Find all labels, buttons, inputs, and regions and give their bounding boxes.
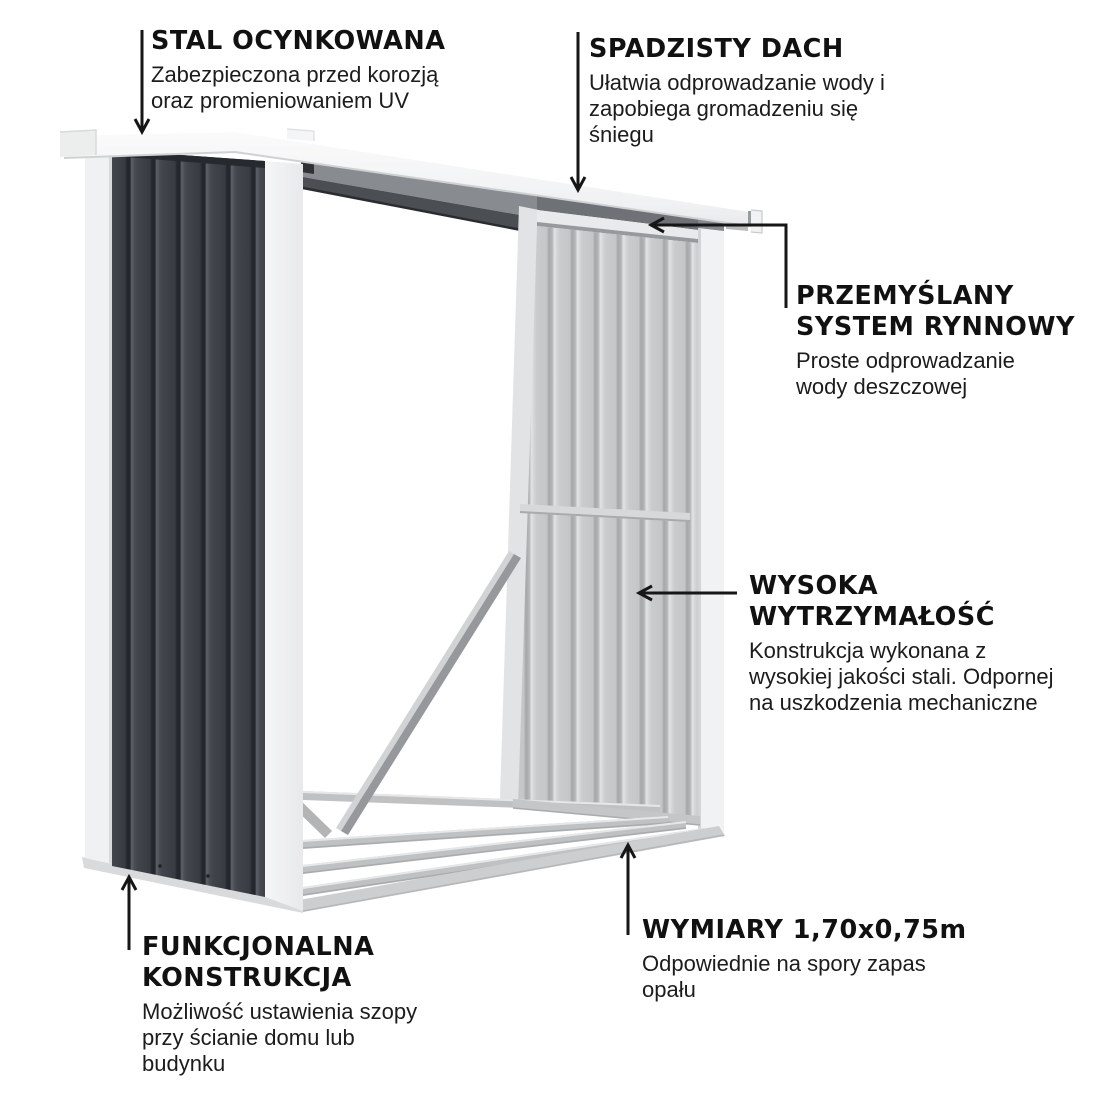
plinth-edge [302, 834, 725, 912]
callout-title: WYMIARY 1,70x0,75m [642, 915, 967, 945]
callout-dimensions: WYMIARY 1,70x0,75m Odpowiednie na spory … [642, 915, 972, 1003]
arrow-sloped-roof [569, 32, 587, 194]
callout-high-durability: WYSOKA WYTRZYMAŁOŚĆ Konstrukcja wykonana… [749, 571, 1064, 716]
wall-base-edge [512, 807, 701, 826]
back-left-post [85, 148, 112, 864]
arrow-functional-construction [120, 873, 138, 950]
floor-rail-front [303, 828, 704, 896]
callout-sloped-roof: SPADZISTY DACH Ułatwia odprowadzanie wod… [589, 34, 909, 148]
callout-galvanized-steel: STAL OCYNKOWANA Zabezpieczona przed koro… [151, 26, 451, 114]
roof-fascia-edge [63, 150, 757, 228]
roof-underside-edge [302, 186, 538, 235]
right-wall-corner-trim [500, 206, 539, 807]
left-wall-panel [112, 150, 265, 897]
roof-underside-lower [303, 177, 537, 234]
roof-right-cap [751, 210, 762, 233]
callout-description: Zabezpieczona przed korozją oraz promien… [151, 62, 439, 113]
diagonal-brace-light [336, 551, 514, 831]
roof-corner-cap [287, 129, 314, 141]
roof-corner-cap-edge [286, 128, 315, 141]
rail-shadow [302, 827, 687, 874]
right-front-post-edge [698, 228, 701, 831]
right-wall-panel [518, 226, 698, 822]
callout-title: WYSOKA WYTRZYMAŁOŚĆ [749, 571, 995, 632]
callout-description: Możliwość ustawienia szopy przy ścianie … [142, 999, 418, 1076]
roof [64, 132, 756, 227]
line-gutter-system [647, 216, 788, 308]
right-front-post [698, 228, 724, 838]
rail-highlight [302, 816, 669, 842]
callout-title: STAL OCYNKOWANA [151, 26, 446, 56]
floor-plinth [299, 826, 725, 912]
gutter-bracket [748, 211, 752, 226]
rail-shadow [302, 822, 669, 849]
screw [158, 864, 162, 868]
callout-description: Konstrukcja wykonana z wysokiej jakości … [749, 638, 1054, 715]
arrow-galvanized-steel [133, 30, 151, 136]
arrow-dimensions [619, 841, 637, 935]
roof-underside-upper [303, 162, 537, 218]
right-wall-top-line [537, 222, 698, 243]
rail-highlight [302, 828, 705, 889]
front-left-post [265, 161, 303, 911]
callout-functional-construction: FUNKCJONALNA KONSTRUKCJA Możliwość ustaw… [142, 932, 432, 1077]
callout-title: SPADZISTY DACH [589, 34, 844, 64]
callout-description: Odpowiednie na spory zapas opału [642, 951, 926, 1002]
callout-title: FUNKCJONALNA KONSTRUKCJA [142, 932, 375, 993]
roof-left-cap [60, 130, 96, 157]
floor-rail-2 [303, 816, 668, 849]
callout-description: Proste odprowadzanie wody deszczowej [796, 348, 1015, 399]
screw [206, 874, 210, 878]
floor-frame [290, 791, 725, 912]
diagonal-brace [341, 554, 521, 835]
roof-left-cap-edge [59, 129, 97, 155]
rail-highlight [302, 821, 687, 867]
roof-right-cap-edge [750, 209, 763, 234]
right-wall-rail-edge [520, 511, 690, 522]
callout-description: Ułatwia odprowadzanie wody i zapobiega g… [589, 70, 885, 147]
callout-title: PRZEMYŚLANY SYSTEM RYNNOWY [796, 281, 1075, 342]
callout-gutter-system: PRZEMYŚLANY SYSTEM RYNNOWY Proste odprow… [796, 281, 1100, 400]
floor-rail-3 [303, 821, 686, 874]
right-wall-top-trim [537, 210, 698, 239]
arrow-high-durability [635, 584, 737, 602]
right-wall-rail [520, 504, 690, 522]
back-left-post-edge [109, 150, 112, 864]
annotation-arrows [120, 30, 788, 950]
